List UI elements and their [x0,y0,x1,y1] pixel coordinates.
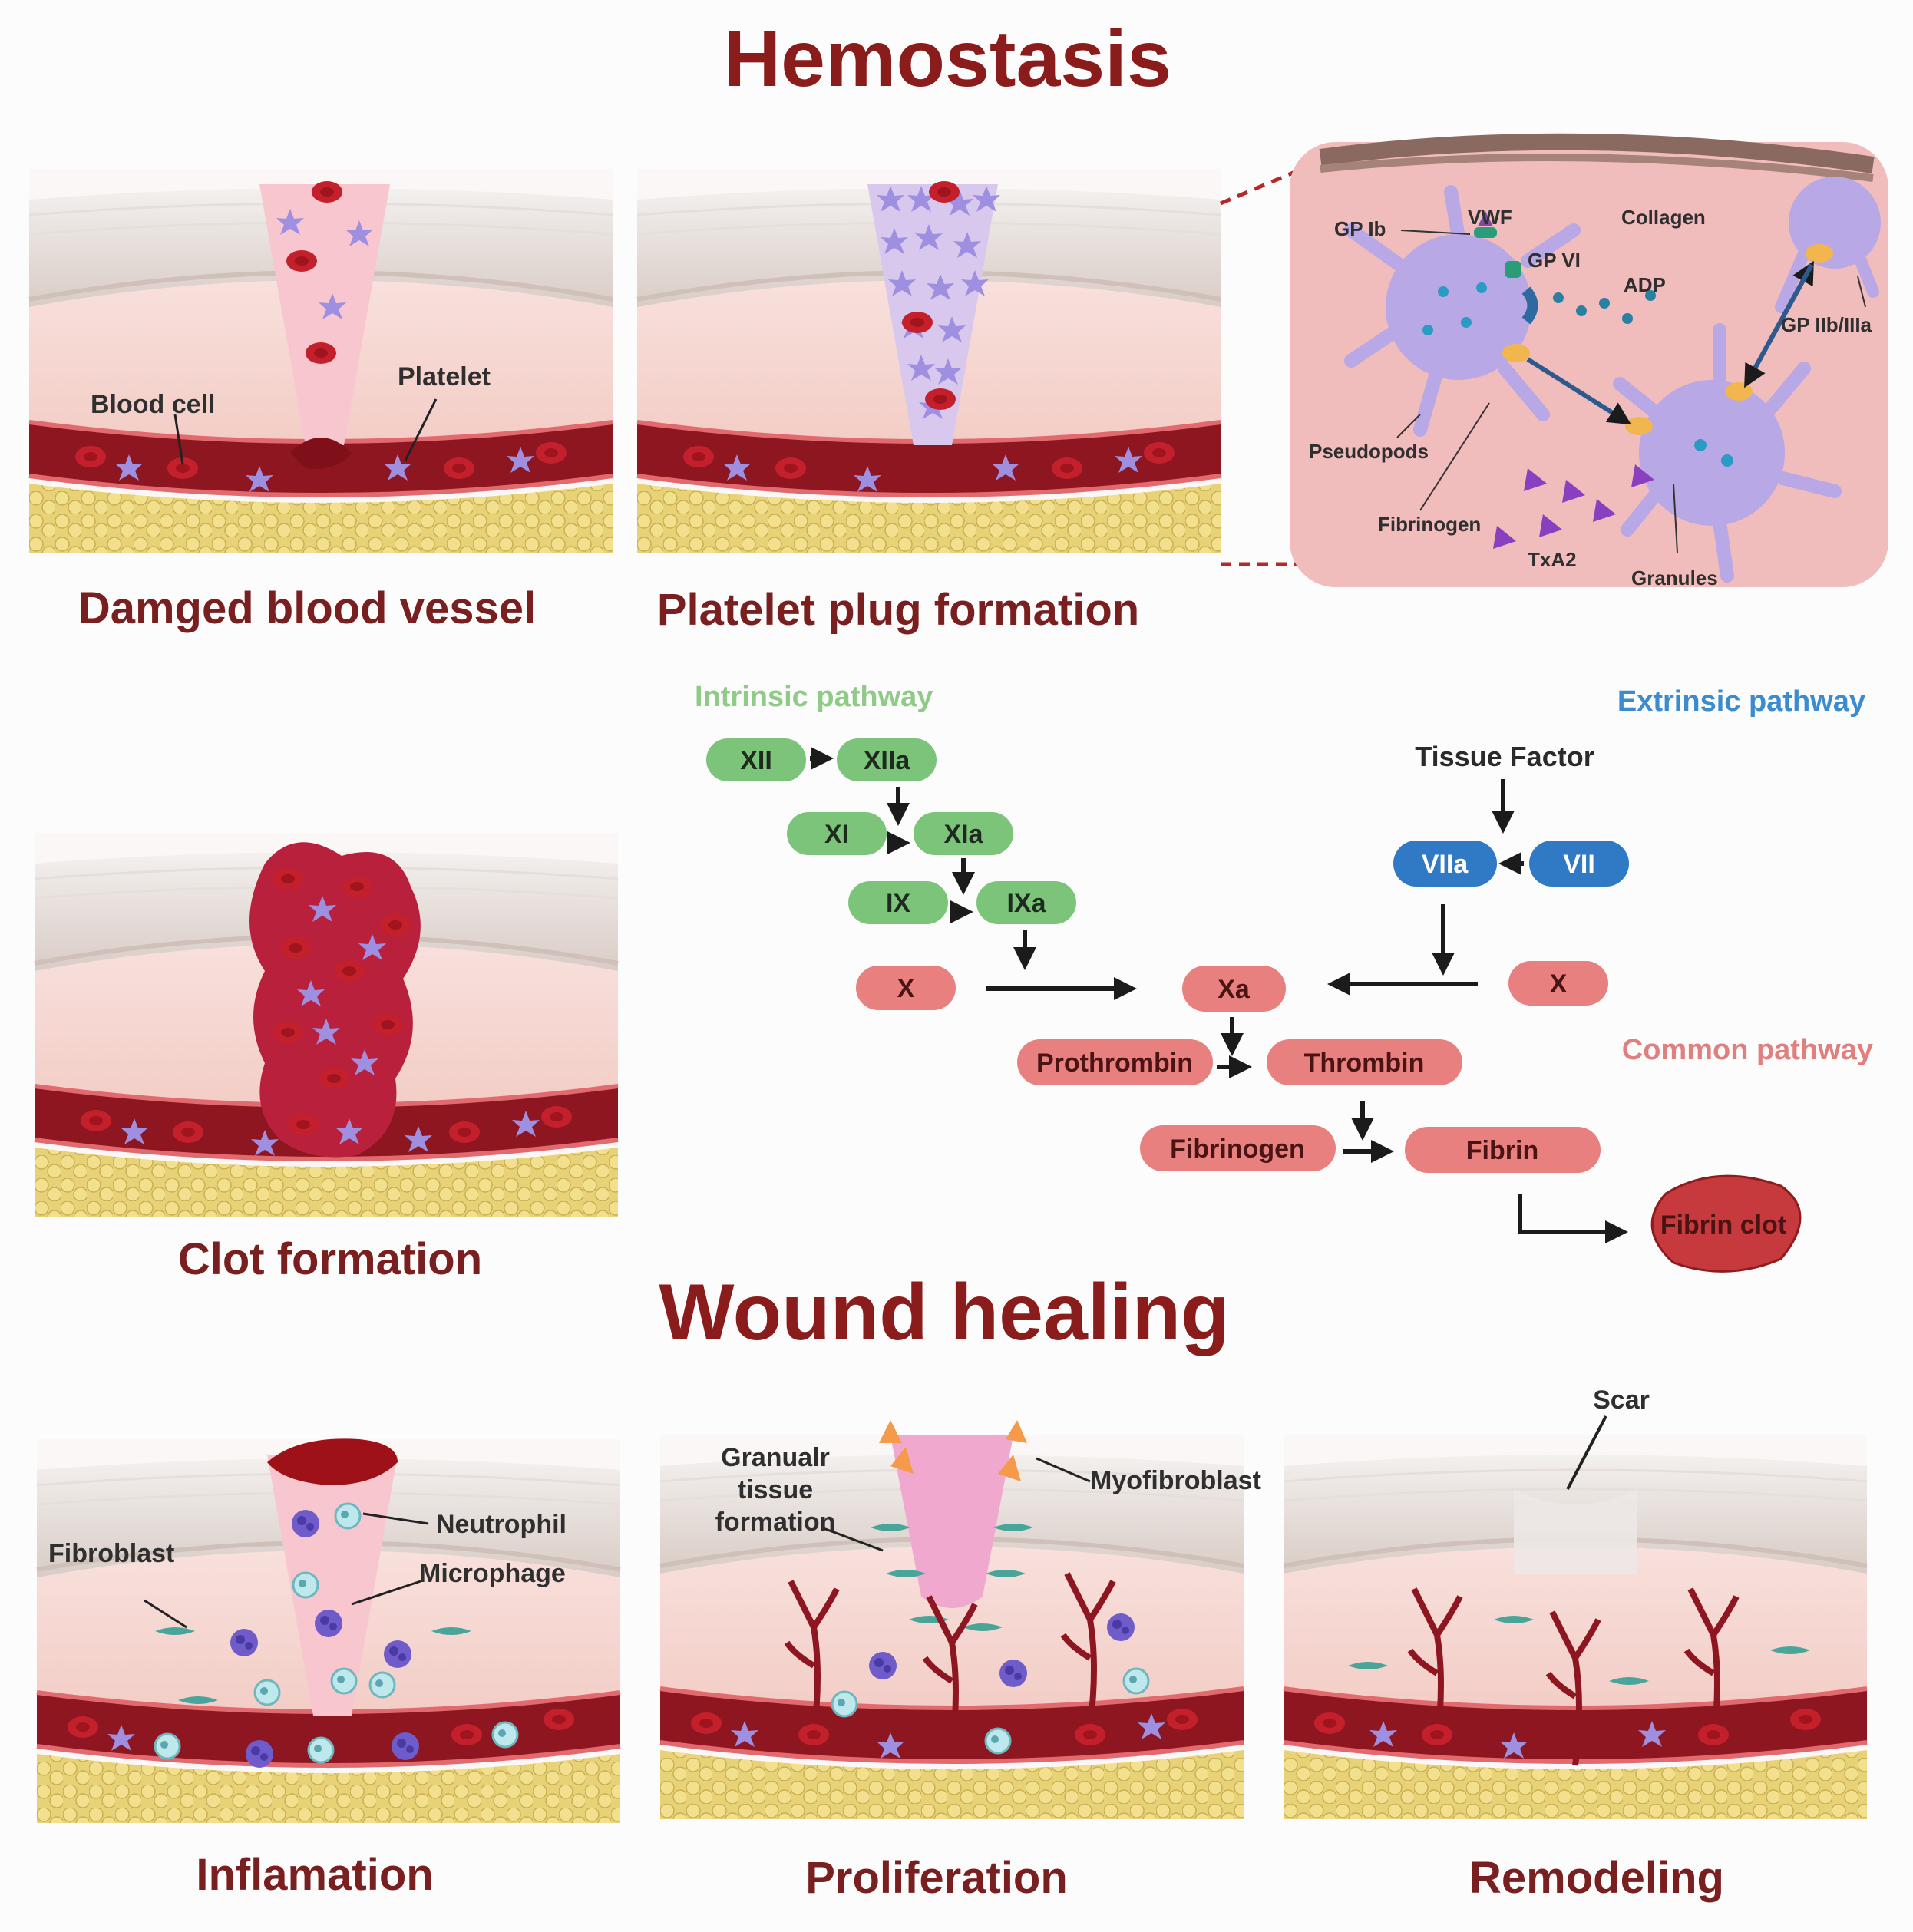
clot-formation-caption: Clot formation [178,1234,482,1284]
fibroblast-label: Fibroblast [48,1539,174,1568]
fibrinogen-inset-label: Fibrinogen [1378,513,1481,536]
fibrinogen-node [1140,1125,1336,1171]
intrinsic-pathway-title: Intrinsic pathway [695,681,933,713]
microphage-label: Microphage [419,1559,566,1588]
platelet-cell-2 [1613,323,1842,583]
granular-label-line3: formation [715,1508,836,1537]
xa-label: Xa [1218,975,1251,1004]
xiia-label: XIIa [864,746,911,775]
thrombin-label: Thrombin [1304,1049,1425,1078]
x-left-node [856,966,956,1010]
prothrombin-label: Prothrombin [1036,1049,1193,1078]
vii-label: VII [1563,850,1595,879]
remodeling-caption: Remodeling [1469,1853,1724,1903]
xa-node [1182,966,1286,1012]
scab [267,1438,398,1485]
fibrin-clot-label: Fibrin clot [1660,1210,1786,1240]
arrow-fibrin-to-clot [1518,1194,1628,1243]
remodeling-panel: Scar [1284,1385,1867,1819]
ixa-label: IXa [1006,889,1046,918]
xii-node [706,738,806,781]
clot-mass [249,842,421,1158]
viia-node [1393,841,1497,887]
granular-label-line1: Granualr [721,1443,830,1472]
fibrin-label: Fibrin [1466,1136,1538,1165]
fibrin-node [1405,1127,1601,1173]
common-pathway-title: Common pathway [1622,1034,1873,1066]
platelet-plug-panel [637,169,1221,553]
granules-label: Granules [1631,566,1718,590]
gp-vi-label: GP VI [1528,249,1581,272]
granular-label-line2: tissue [738,1475,813,1504]
prothrombin-node [1017,1039,1213,1085]
ixa-node [976,881,1076,924]
wound-healing-title: Wound healing [659,1268,1229,1357]
xia-node [914,812,1013,855]
fibrin-clot-shape [1650,1174,1802,1273]
platelet-cell-1 [1344,185,1581,437]
x-left-label: X [897,974,915,1003]
extrinsic-pathway-title: Extrinsic pathway [1617,685,1865,718]
x-right-node [1508,961,1608,1006]
collagen-label: Collagen [1621,206,1706,229]
ix-node [848,881,948,924]
coagulation-cascade: Intrinsic pathway Extrinsic pathway Comm… [695,681,1873,1273]
damaged-vessel-panel: Blood cell Platelet [29,169,613,553]
platelet-label: Platelet [398,362,491,391]
blood-cell-label: Blood cell [91,390,215,419]
xiia-node [837,738,937,781]
fibrinogen-cascade-label: Fibrinogen [1170,1134,1305,1164]
thrombin-node [1267,1039,1462,1085]
ix-label: IX [886,889,910,918]
xia-label: XIa [943,820,983,849]
neutrophil-label: Neutrophil [436,1510,567,1539]
adp-label: ADP [1624,273,1666,296]
proliferation-panel: Granualr tissue formation Myofibroblast [660,1420,1261,1819]
hemostasis-title: Hemostasis [723,15,1171,104]
pseudopods-label: Pseudopods [1309,440,1429,463]
x-right-label: X [1550,969,1568,999]
platelet-plug-caption: Platelet plug formation [657,585,1139,635]
xi-node [787,812,887,855]
damaged-vessel-caption: Damged blood vessel [78,583,536,633]
myofibroblast-label: Myofibroblast [1090,1466,1261,1495]
txa2-label: TxA2 [1528,548,1577,571]
gp-ib-label: GP Ib [1334,217,1386,240]
tissue-factor-label: Tissue Factor [1415,741,1594,772]
platelet-activation-inset: GP Ib VWF Collagen GP VI ADP GP IIb/IIIa… [1290,133,1888,590]
inflammation-caption: Inflamation [196,1850,433,1900]
vwf-label: VWF [1468,206,1512,229]
vii-node [1529,841,1629,887]
gp-iib-iiia-label: GP IIb/IIIa [1781,313,1872,336]
scar-label: Scar [1593,1385,1650,1415]
xii-label: XII [740,746,772,775]
viia-label: VIIa [1422,850,1469,879]
inflammation-panel: Neutrophil Microphage Fibroblast [37,1438,620,1823]
clot-formation-panel [35,833,618,1217]
xi-label: XI [824,820,849,849]
proliferation-caption: Proliferation [805,1853,1068,1903]
